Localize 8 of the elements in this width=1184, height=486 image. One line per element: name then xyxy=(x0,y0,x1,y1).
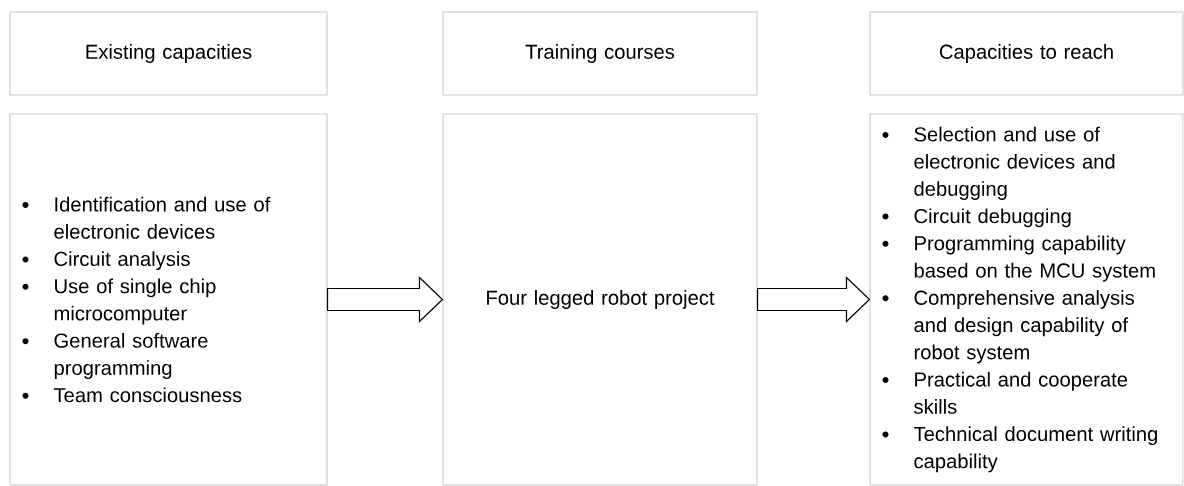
list-box: Selection and use of electronic devices and debugging Circuit debugging Programming capability based on the MCU system Comprehensive analysis and design capability of robot system Practical and cooperate skills Technical document writing capability xyxy=(869,113,1184,486)
list-box: Identification and use of electronic devices Circuit analysis Use of single chip microcomputer General software programming Team consciousness xyxy=(9,113,328,486)
header-box: Existing capacities xyxy=(9,11,328,96)
block-arrow xyxy=(756,276,871,323)
block-arrow xyxy=(326,276,444,323)
header-box: Training courses xyxy=(442,11,758,96)
process-box: Four legged robot project xyxy=(442,113,758,486)
header-box: Capacities to reach xyxy=(869,11,1184,96)
